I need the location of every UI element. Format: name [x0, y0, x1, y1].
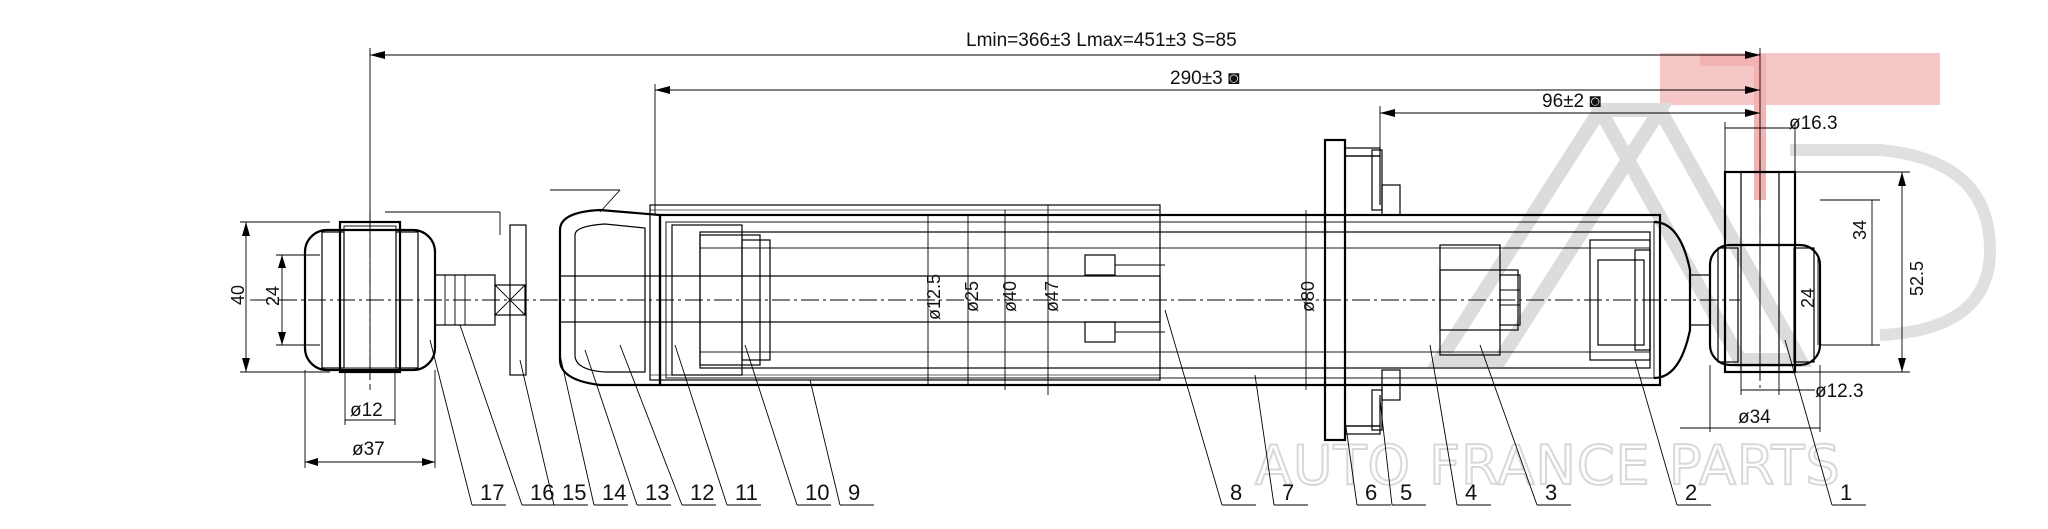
callout-leader-line	[1429, 344, 1458, 506]
callout-leader-line	[1479, 344, 1538, 506]
callout-leader-line	[809, 379, 841, 506]
callout-number: 5	[1400, 480, 1412, 505]
d47-label: ø47	[1042, 281, 1062, 312]
d290-label: 290±3 ◙	[1170, 68, 1240, 89]
callout-leader-line	[584, 349, 638, 506]
mounting-plate	[1323, 138, 1401, 442]
callout-number: 16	[530, 480, 554, 505]
left-diameter-dimensions: ø12 ø37	[304, 370, 436, 468]
callout-number: 6	[1365, 480, 1377, 505]
callout-number: 14	[602, 480, 626, 505]
body-length-dimension: 290±3 ◙	[654, 68, 1760, 215]
callout-leader-line	[1344, 419, 1358, 506]
h52-5-label: 52.5	[1907, 261, 1927, 296]
rod-end-assembly	[385, 189, 621, 376]
d40-label: ø40	[1000, 281, 1020, 312]
callout-number: 13	[645, 480, 669, 505]
shock-body: ø12.5 ø25 ø40 ø47 ø80	[558, 204, 1692, 395]
callout-number: 2	[1685, 480, 1697, 505]
d12-3-label: ø12.3	[1815, 381, 1864, 402]
callout-leaders	[429, 309, 1866, 506]
callout-leader-line	[519, 359, 555, 506]
callout-leader-line	[744, 344, 798, 506]
callout-number: 3	[1545, 480, 1557, 505]
h24-right-label: 24	[1798, 288, 1818, 308]
callout-number: 8	[1230, 480, 1242, 505]
d96-label: 96±2 ◙	[1542, 91, 1601, 112]
d25-label: ø25	[962, 281, 982, 312]
left-height-dimensions: 40 24	[228, 221, 330, 373]
callout-number: 11	[735, 480, 758, 505]
d16-3-label: ø16.3	[1789, 113, 1838, 134]
callout-leader-line	[459, 324, 523, 506]
callout-leader-line	[1164, 309, 1223, 506]
callout-leader-line	[674, 344, 728, 506]
right-dimensions: ø16.3 ø12.3 ø34 52.5 34 24	[1680, 113, 1927, 432]
watermark-logo	[1427, 53, 1997, 367]
d12-5-label: ø12.5	[924, 274, 944, 320]
callout-number: 12	[690, 480, 714, 505]
right-eye-mount	[1689, 160, 1822, 390]
callout-leader-line	[1634, 359, 1678, 506]
h34-right-label: 34	[1850, 220, 1870, 240]
callout-number: 15	[562, 480, 586, 505]
callout-leader-line	[619, 344, 683, 506]
d34-bottom-label: ø34	[1738, 407, 1771, 428]
callout-number: 10	[805, 480, 829, 505]
d37-label: ø37	[352, 439, 385, 460]
d80-label: ø80	[1298, 281, 1318, 312]
callout-leader-line	[429, 339, 473, 506]
mount-distance-dimension: 96±2 ◙	[1379, 91, 1760, 150]
callout-leader-line	[1254, 374, 1275, 506]
callout-number: 1	[1840, 480, 1852, 505]
callout-number: 7	[1282, 480, 1294, 505]
d12-label: ø12	[350, 400, 383, 421]
callout-leader-line	[1379, 399, 1393, 506]
callout-number: 17	[480, 480, 504, 505]
h40-label: 40	[228, 285, 248, 305]
callout-number: 9	[848, 480, 860, 505]
callout-number: 4	[1465, 480, 1477, 505]
callout-leader-line	[559, 354, 595, 506]
lengths-label: Lmin=366±3 Lmax=451±3 S=85	[966, 30, 1237, 51]
callout-leader-line	[1784, 339, 1833, 506]
h24-left-label: 24	[263, 286, 283, 306]
